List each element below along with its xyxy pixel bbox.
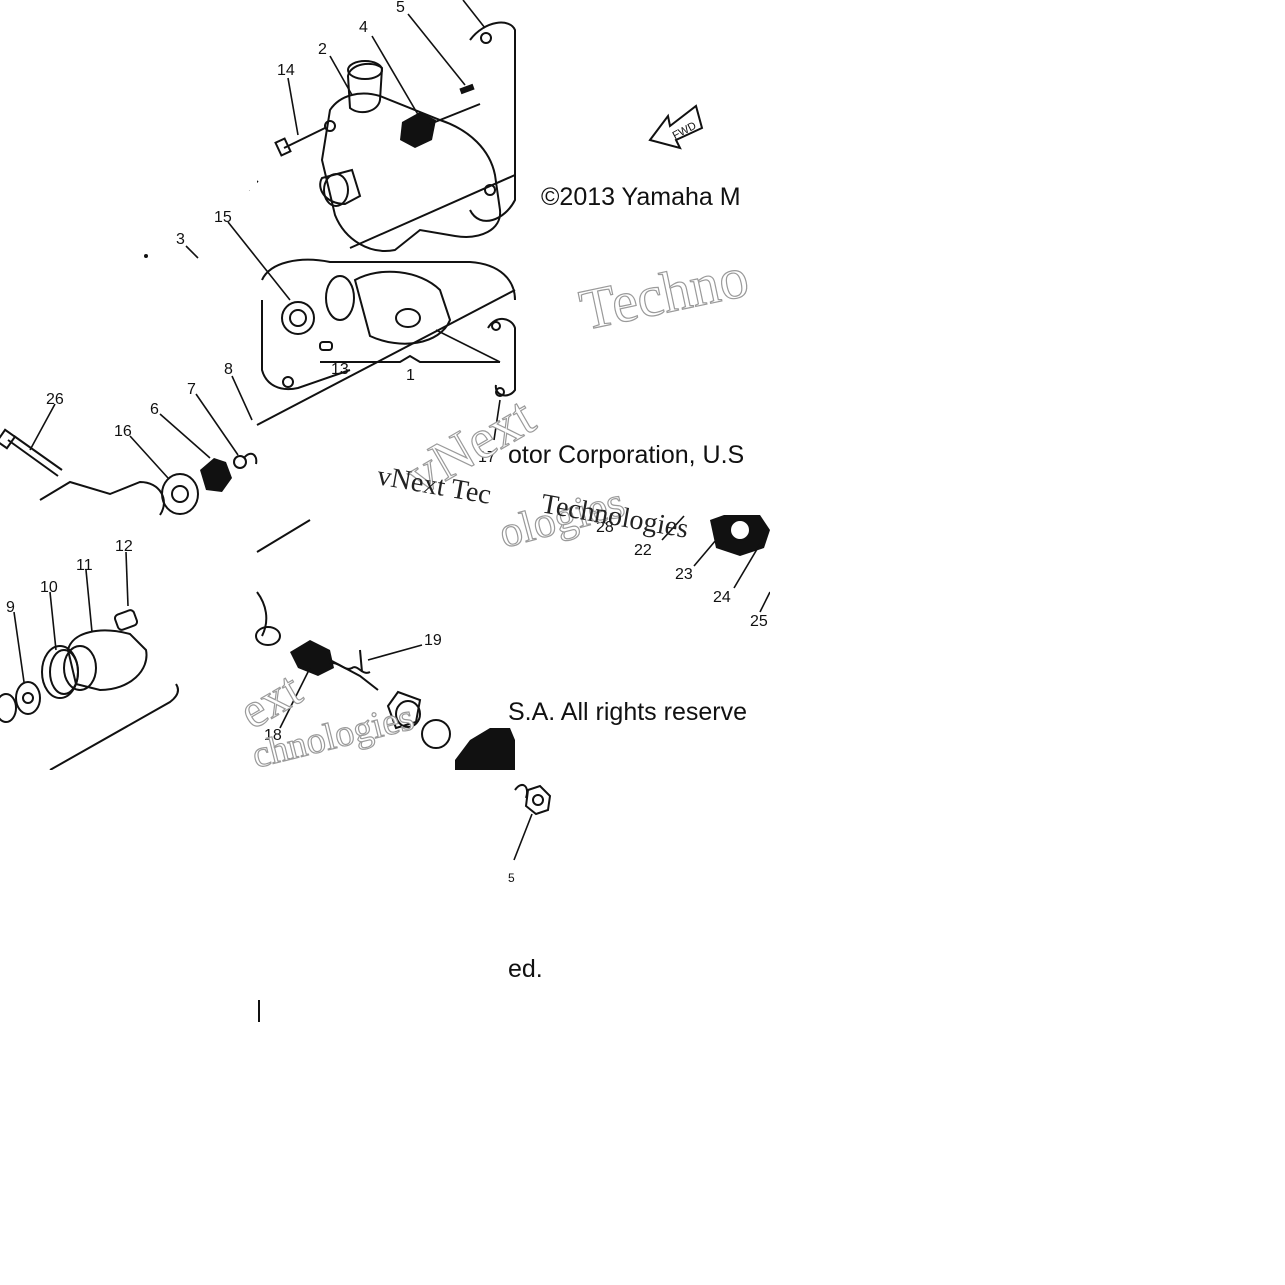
callout-22: 22	[634, 542, 652, 559]
callout-2: 2	[318, 41, 327, 58]
callout-9: 9	[6, 599, 15, 616]
callout-25b: 5	[508, 871, 515, 885]
tile-gear-set: 22 28 23 24 25	[596, 515, 771, 630]
callout-16: 16	[114, 423, 132, 440]
copyright-line-3: S.A. All rights reserve	[508, 698, 747, 726]
tile-oil-pump: 15 3 26 16 6 7 8	[0, 209, 291, 516]
callout-17: 17	[478, 449, 496, 466]
callout-18: 18	[264, 727, 282, 744]
callout-13: 13	[331, 361, 349, 378]
tile-pump-cover: 12 11 10 9	[0, 538, 179, 771]
callout-10: 10	[40, 579, 58, 596]
callout-7: 7	[187, 381, 196, 398]
tile-crankcase-cover: 13 1 17	[256, 258, 516, 466]
callout-12: 12	[115, 538, 133, 555]
callout-4: 4	[359, 19, 368, 36]
callout-8: 8	[224, 361, 233, 378]
callout-1: 1	[406, 367, 415, 384]
callout-25: 25	[750, 613, 768, 630]
copyright-line-2: otor Corporation, U.S	[508, 441, 744, 469]
copyright-line-4: ed.	[508, 955, 543, 983]
callout-24: 24	[713, 589, 731, 606]
callout-26: 26	[46, 391, 64, 408]
callout-15: 15	[214, 209, 232, 226]
tile-nut: 5	[258, 783, 552, 1022]
tile-drive-shaft: 18 19	[255, 519, 515, 770]
callout-14: 14	[277, 62, 295, 79]
callout-19: 19	[424, 632, 442, 649]
callout-11: 11	[76, 557, 93, 574]
fwd-arrow-icon: FWD	[648, 104, 704, 150]
callout-28: 28	[596, 519, 614, 536]
callout-3: 3	[176, 231, 185, 248]
tile-water-pump: 14 2 4 5	[247, 0, 516, 252]
copyright-line-1: ©2013 Yamaha M	[541, 183, 741, 211]
callout-5: 5	[396, 0, 405, 16]
watermark-techno: Techno	[574, 244, 754, 343]
callout-23: 23	[675, 566, 693, 583]
callout-6: 6	[150, 401, 159, 418]
